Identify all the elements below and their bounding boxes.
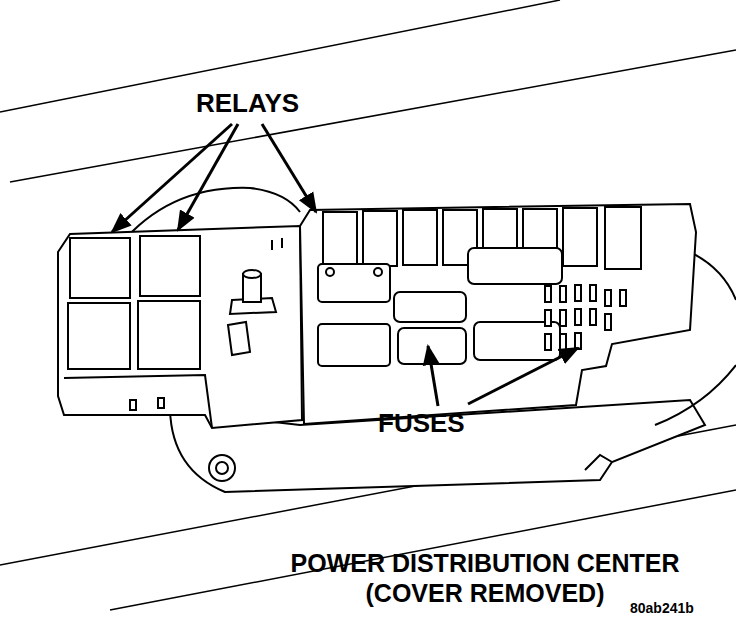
fuse-block-part (575, 333, 581, 349)
leader-arrows-part (112, 124, 232, 232)
part-label: RELAYS (196, 88, 299, 119)
left-relay-block-part (68, 303, 130, 369)
fuse-block-part (563, 208, 597, 266)
fuse-block-part (560, 286, 566, 302)
fuse-block-part (560, 334, 566, 350)
fuse-block-part (398, 328, 466, 364)
terminal-stud-part (271, 240, 273, 250)
terminal-stud-part (281, 238, 283, 248)
fuse-block-part (620, 290, 626, 306)
terminal-stud (228, 238, 282, 355)
terminal-stud-part (243, 270, 261, 278)
fuse-block-part (575, 309, 581, 325)
fuse-block-part (318, 264, 390, 302)
fuse-block-part (590, 285, 596, 301)
figure-caption: POWER DISTRIBUTION CENTER (COVER REMOVED… (250, 548, 720, 608)
fuse-block-part (403, 210, 437, 265)
background-lines (0, 0, 736, 610)
terminal-stud-part (228, 322, 250, 355)
fuse-block (300, 204, 696, 424)
fuse-block-part (318, 324, 390, 366)
figure-number: 80ab241b (630, 600, 694, 617)
left-relay-block (58, 226, 302, 428)
fuse-block-part (545, 286, 551, 302)
left-relay-block-part (58, 226, 302, 428)
left-relay-block-part (130, 400, 136, 410)
fuse-block-part (560, 310, 566, 326)
fuse-block-part (468, 248, 562, 284)
fuse-block-part (326, 268, 334, 276)
fuse-block-part (545, 310, 551, 326)
leader-arrows-part (262, 124, 316, 212)
left-relay-block-part (138, 301, 200, 369)
fuse-block-part (474, 322, 560, 360)
mounting-flange-part (216, 462, 228, 474)
leader-arrows-part (428, 346, 438, 406)
mounting-flange-part (585, 455, 612, 470)
fuse-block-part (374, 268, 382, 276)
fuse-block-part (605, 290, 611, 306)
fuse-block-part (323, 212, 357, 267)
leader-arrows-part (468, 348, 578, 404)
fuse-block-part (363, 211, 397, 266)
part-label: FUSES (378, 408, 465, 439)
left-relay-block-part (64, 375, 212, 428)
fuse-block-part (605, 207, 641, 269)
fuse-block-part (394, 292, 466, 322)
fuse-block-part (590, 309, 596, 325)
left-relay-block-part (140, 236, 200, 296)
leader-arrows (112, 124, 578, 406)
fuse-block-part (300, 204, 696, 424)
left-relay-block-part (158, 398, 164, 408)
fuse-block-part (605, 314, 611, 330)
fuse-block-part (545, 334, 551, 350)
background-lines-part (110, 490, 736, 610)
background-lines-part (10, 50, 736, 182)
mounting-flange-part (209, 455, 235, 481)
left-relay-block-part (70, 238, 130, 298)
fuse-block-part (575, 285, 581, 301)
cover-rim-part (655, 365, 736, 425)
leader-arrows-part (178, 124, 238, 230)
